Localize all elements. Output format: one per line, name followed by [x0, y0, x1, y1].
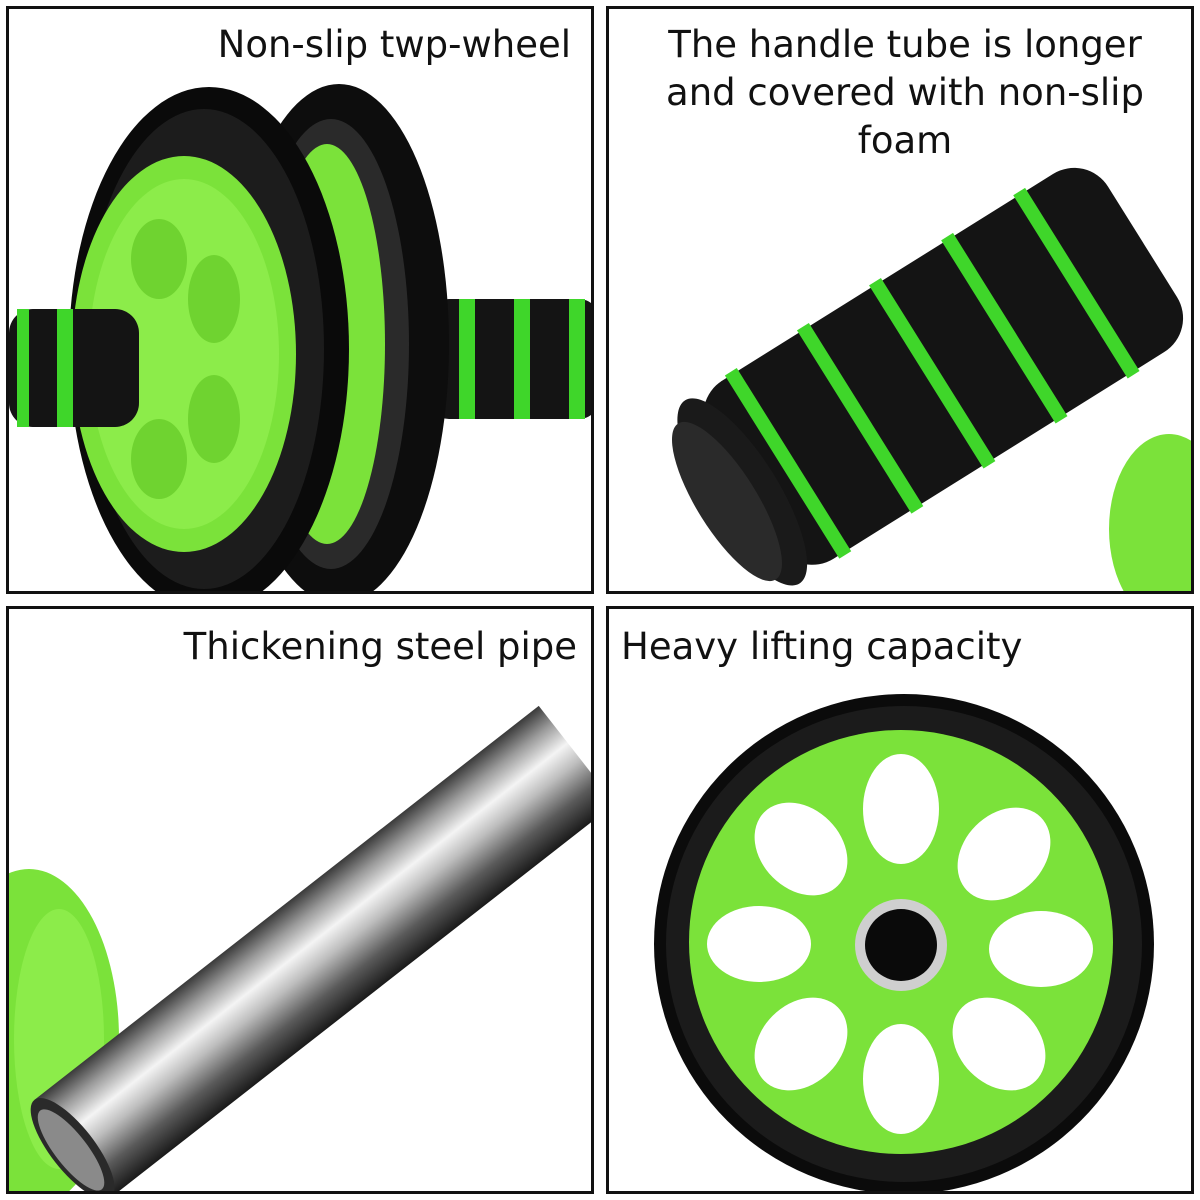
panel-dual-wheel: Non-slip twp-wheel: [6, 6, 594, 594]
caption-dual-wheel: Non-slip twp-wheel: [217, 23, 571, 66]
caption-steel-pipe: Thickening steel pipe: [183, 625, 577, 668]
panel-single-wheel: Heavy lifting capacity: [606, 606, 1194, 1194]
dual-wheel-image: [9, 84, 591, 591]
panel-foam-handle: The handle tube is longer and covered wi…: [606, 6, 1194, 594]
caption-single-wheel: Heavy lifting capacity: [621, 625, 1023, 668]
single-wheel-image: [654, 694, 1154, 1191]
caption-foam-handle: The handle tube is longer and covered wi…: [666, 23, 1144, 162]
foam-handle-image: [671, 167, 1191, 591]
steel-pipe-image: [9, 705, 591, 1191]
panel-steel-pipe: Thickening steel pipe: [6, 606, 594, 1194]
